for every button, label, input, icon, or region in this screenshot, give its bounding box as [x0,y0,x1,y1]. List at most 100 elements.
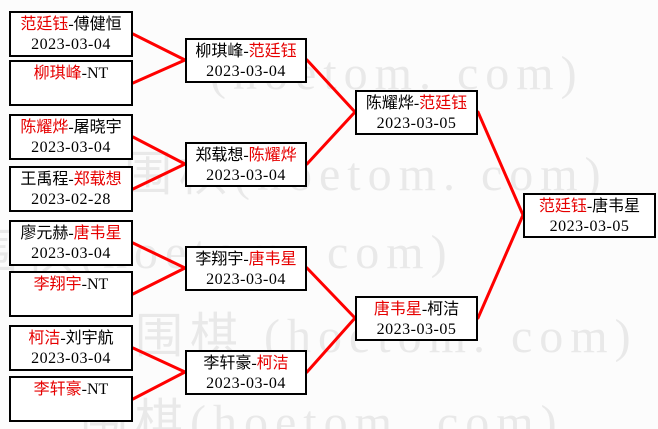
player-name: 屠晓宇 [73,119,122,136]
pair-separator: - [60,330,66,347]
winner-name: 范廷钰 [248,43,297,60]
match-box-round-1-6: 李翔宇-NT [9,271,133,317]
bracket-connector-line [131,58,187,85]
winner-name: 唐韦星 [73,225,122,242]
player-name: 唐韦星 [592,198,641,215]
pair-separator: - [68,171,74,188]
pair-separator: - [68,119,74,136]
player-name: NT [87,381,109,398]
match-date: 2023-03-04 [31,245,111,262]
pair-separator: - [251,355,257,372]
match-pair: 范廷钰-唐韦星 [525,197,654,217]
match-date: 2023-03-04 [31,139,111,156]
player-name: 傅健恒 [73,16,122,33]
watermark-text: 围棋(hoetom. com) [80,396,564,429]
match-date: 2023-03-04 [31,36,111,53]
match-pair: 柯洁-刘宇航 [11,329,131,349]
pair-separator: - [421,301,428,318]
winner-name: 郑载想 [73,171,122,188]
winner-name: 陈耀烨 [20,119,69,136]
player-name: 李轩豪 [203,355,252,372]
player-name: 陈耀烨 [365,95,414,112]
winner-name: 范廷钰 [20,16,69,33]
bracket-connector-line [305,316,357,374]
player-name: 李翔宇 [195,251,244,268]
bracket-connector-line [131,135,187,166]
match-pair: 郑载想-陈耀烨 [187,146,305,166]
match-date: 2023-03-05 [376,115,457,132]
bracket-connector-line [305,58,357,114]
pair-separator: - [586,198,593,215]
player-name: NT [87,65,109,82]
match-date: 2023-03-04 [31,350,111,367]
match-pair: 李翔宇-NT [11,275,131,295]
match-date: 2023-03-04 [206,167,286,184]
winner-name: 柯洁 [28,330,61,347]
winner-name: 陈耀烨 [248,147,297,164]
winner-name: 柳琪峰 [33,65,82,82]
match-pair: 柳琪峰-范廷钰 [187,42,305,62]
winner-name: 唐韦星 [373,301,422,318]
bracket-connector-line [131,162,187,191]
pair-separator: - [243,147,249,164]
pair-separator: - [243,251,249,268]
pair-separator: - [68,225,74,242]
match-pair: 唐韦星-柯洁 [357,300,476,320]
pair-separator: - [243,43,249,60]
pair-separator: - [81,381,87,398]
match-pair: 李轩豪-柯洁 [187,354,305,374]
match-date: 2023-02-28 [31,191,111,208]
match-date: 2023-03-04 [206,271,286,288]
pair-separator: - [413,95,420,112]
player-name: 廖元赫 [20,225,69,242]
match-box-round-1-8: 李轩豪-NT [9,376,133,422]
player-name: 王禹程 [20,171,69,188]
match-pair: 李翔宇-唐韦星 [187,250,305,270]
pair-separator: - [81,65,87,82]
bracket-connector-line [131,370,187,401]
winner-name: 李翔宇 [33,276,82,293]
pair-separator: - [81,276,87,293]
winner-name: 柯洁 [256,355,289,372]
match-box-round-1-1: 范廷钰-傅健恒 2023-03-04 [9,11,133,57]
match-pair: 陈耀烨-范廷钰 [357,94,476,114]
bracket-connector-line [476,110,525,217]
bracket-connector-line [305,110,357,166]
winner-name: 范廷钰 [419,95,468,112]
winner-name: 唐韦星 [248,251,297,268]
match-date: 2023-03-05 [549,218,630,235]
match-box-round-1-3: 陈耀烨-屠晓宇 2023-03-04 [9,114,133,160]
bracket-connector-line [131,266,187,296]
player-name: 郑载想 [195,147,244,164]
match-date: 2023-03-04 [206,63,286,80]
bracket-connector-line [131,241,187,270]
pair-separator: - [68,16,74,33]
match-date: 2023-03-05 [376,321,457,338]
bracket-connector-line [131,32,187,62]
bracket-connector-line [305,266,357,320]
match-box-round-1-2: 柳琪峰-NT [9,60,133,106]
winner-name: 范廷钰 [538,198,587,215]
winner-name: 李轩豪 [33,381,82,398]
bracket-connector-line [476,213,525,320]
player-name: 柯洁 [427,301,460,318]
match-pair: 王禹程-郑载想 [11,170,131,190]
match-pair: 柳琪峰-NT [11,64,131,84]
player-name: NT [87,276,109,293]
match-pair: 廖元赫-唐韦星 [11,224,131,244]
match-date: 2023-03-04 [206,375,286,392]
bracket-connector-line [131,346,187,374]
player-name: 柳琪峰 [195,43,244,60]
player-name: 刘宇航 [65,330,114,347]
